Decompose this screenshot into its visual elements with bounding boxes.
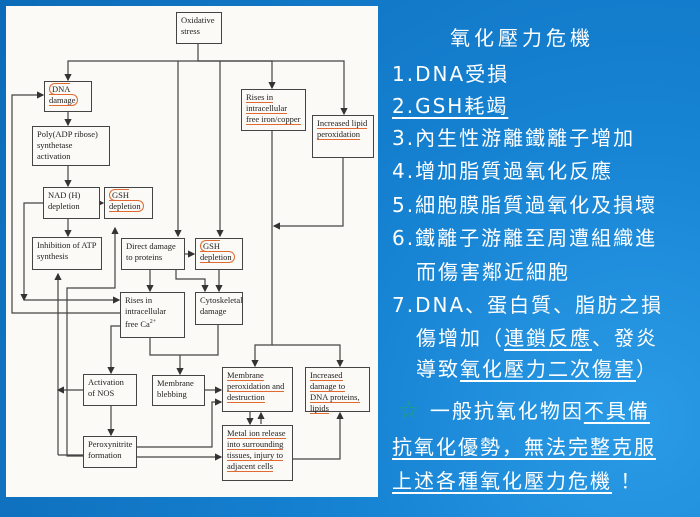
item-7c-1: 導致	[416, 357, 460, 381]
dna-damage-label: DNA damage	[49, 83, 79, 106]
dna-damage-box: DNA damage	[44, 81, 92, 112]
gsh-depletion-label: GSH depletion	[200, 240, 235, 263]
note-1b: 不具備	[583, 399, 650, 423]
poly-adp-box: Poly(ADP ribose) synthetase activation	[32, 126, 110, 166]
note-1a: 一般抗氧化物因	[429, 399, 584, 423]
item-2: 2.GSH耗竭	[392, 90, 508, 119]
note-2: 抗氧化優勢，無法完整克服	[392, 435, 656, 459]
item-7b-2: 連鎖反應	[504, 326, 592, 350]
item-7b-1: 傷增加（	[416, 326, 504, 350]
item-7b-3: 、發炎	[592, 326, 658, 350]
iron-copper-label: Rises in intracellular free iron/copper	[246, 92, 301, 125]
item-7c-3: ）	[636, 357, 658, 381]
increased-damage-label: Increased damage to DNA proteins, lipids	[310, 370, 360, 414]
item-2-text: 2.GSH耗竭	[392, 94, 509, 118]
item-5: 5.細胞膜脂質過氧化及損壞	[392, 193, 658, 217]
metal-ion-label: Metal ion release into surrounding tissu…	[227, 428, 286, 472]
peroxynitrite-box: Peroxynitrite formation	[83, 436, 137, 468]
nos-box: Activation of NOS	[83, 374, 137, 406]
note-line-2: 抗氧化優勢，無法完整克服	[392, 431, 656, 460]
note-3b: ！	[620, 469, 643, 493]
gsh-depletion-box-1: GSH depletion	[104, 187, 153, 219]
item-7c-2: 氧化壓力二次傷害	[460, 357, 636, 381]
item-7a: 7.DNA、蛋白質、脂肪之損	[392, 293, 664, 317]
nad-depletion-box: NAD (H) depletion	[43, 187, 100, 219]
item-7c: 導致氧化壓力二次傷害）	[416, 353, 658, 382]
calcium-sup: 2+	[149, 319, 157, 325]
gsh-depletion-label: GSH depletion	[109, 189, 144, 212]
slide-title: 氧化壓力危機	[450, 26, 594, 50]
direct-damage-box: Direct damage to proteins	[121, 238, 185, 270]
lipid-peroxidation-box: Increased lipid peroxidation	[312, 115, 374, 158]
item-6b: 而傷害鄰近細胞	[416, 260, 570, 284]
blebbing-box: Membrane blebbing	[152, 375, 205, 406]
membrane-peroxidation-label: Membrane peroxidation and destruction	[227, 370, 285, 403]
note-3: 上述各種氧化壓力危機	[392, 469, 612, 493]
increased-damage-box: Increased damage to DNA proteins, lipids	[305, 367, 370, 414]
cytoskeletal-box: Cytoskeletal damage	[195, 292, 243, 325]
iron-copper-box: Rises in intracellular free iron/copper	[241, 89, 306, 131]
item-6a: 6.鐵離子游離至周遭組織進	[392, 226, 658, 250]
item-4: 4.增加脂質過氧化反應	[392, 159, 614, 183]
item-7b: 傷增加（連鎖反應、發炎	[416, 322, 658, 351]
lipid-peroxidation-label: Increased lipid peroxidation	[317, 118, 368, 140]
gsh-depletion-box-2: GSH depletion	[195, 238, 243, 270]
calcium-box: Rises in intracellular free Ca2+	[120, 292, 185, 338]
membrane-peroxidation-box: Membrane peroxidation and destruction	[222, 367, 293, 412]
note-line-1: ☆ 一般抗氧化物因不具備	[398, 395, 650, 424]
metal-ion-box: Metal ion release into surrounding tissu…	[222, 425, 293, 481]
item-1: 1.DNA受損	[392, 62, 510, 86]
atp-inhibition-box: Inhibition of ATP synthesis	[32, 237, 102, 270]
item-3: 3.內生性游離鐵離子增加	[392, 126, 636, 150]
star-icon: ☆	[398, 396, 422, 424]
calcium-label: Rises in intracellular free Ca	[125, 295, 167, 329]
note-line-3: 上述各種氧化壓力危機 ！	[392, 465, 642, 494]
oxidative-stress-box: Oxidative stress	[176, 12, 222, 44]
